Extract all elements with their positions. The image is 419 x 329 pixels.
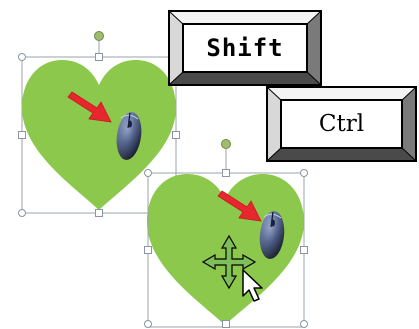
shift-key-label: Shift	[182, 23, 308, 73]
resize-handle-se[interactable]	[300, 320, 308, 328]
shift-key: Shift	[168, 10, 322, 86]
resize-handle-s[interactable]	[95, 209, 103, 217]
resize-handle-n[interactable]	[95, 53, 103, 61]
ctrl-key-label: Ctrl	[280, 99, 403, 149]
resize-handle-sw[interactable]	[144, 320, 152, 328]
mouse-pointer-icon	[242, 269, 263, 302]
original-heart-shape[interactable]	[18, 31, 180, 217]
resize-handle-nw[interactable]	[144, 169, 152, 177]
resize-handle-ne[interactable]	[300, 169, 308, 177]
duplicate-heart-shape[interactable]	[144, 139, 308, 328]
resize-handle-n[interactable]	[222, 169, 230, 177]
ctrl-key: Ctrl	[266, 86, 417, 162]
resize-handle-w[interactable]	[18, 131, 26, 139]
rotation-handle-icon[interactable]	[221, 139, 231, 149]
computer-mouse-icon	[259, 211, 285, 259]
resize-handle-e[interactable]	[172, 131, 180, 139]
resize-handle-sw[interactable]	[18, 209, 26, 217]
resize-handle-w[interactable]	[144, 246, 152, 254]
resize-handle-s[interactable]	[222, 320, 230, 328]
computer-mouse-icon	[116, 112, 142, 160]
red-arrow-icon	[217, 190, 262, 222]
duplicate-resize-handles[interactable]	[144, 169, 308, 328]
rotation-handle-icon[interactable]	[94, 31, 104, 41]
red-arrow-icon	[67, 91, 112, 123]
resize-handle-nw[interactable]	[18, 53, 26, 61]
resize-handle-e[interactable]	[300, 246, 308, 254]
original-heart[interactable]	[22, 60, 176, 210]
move-cursor-icon	[201, 234, 257, 290]
